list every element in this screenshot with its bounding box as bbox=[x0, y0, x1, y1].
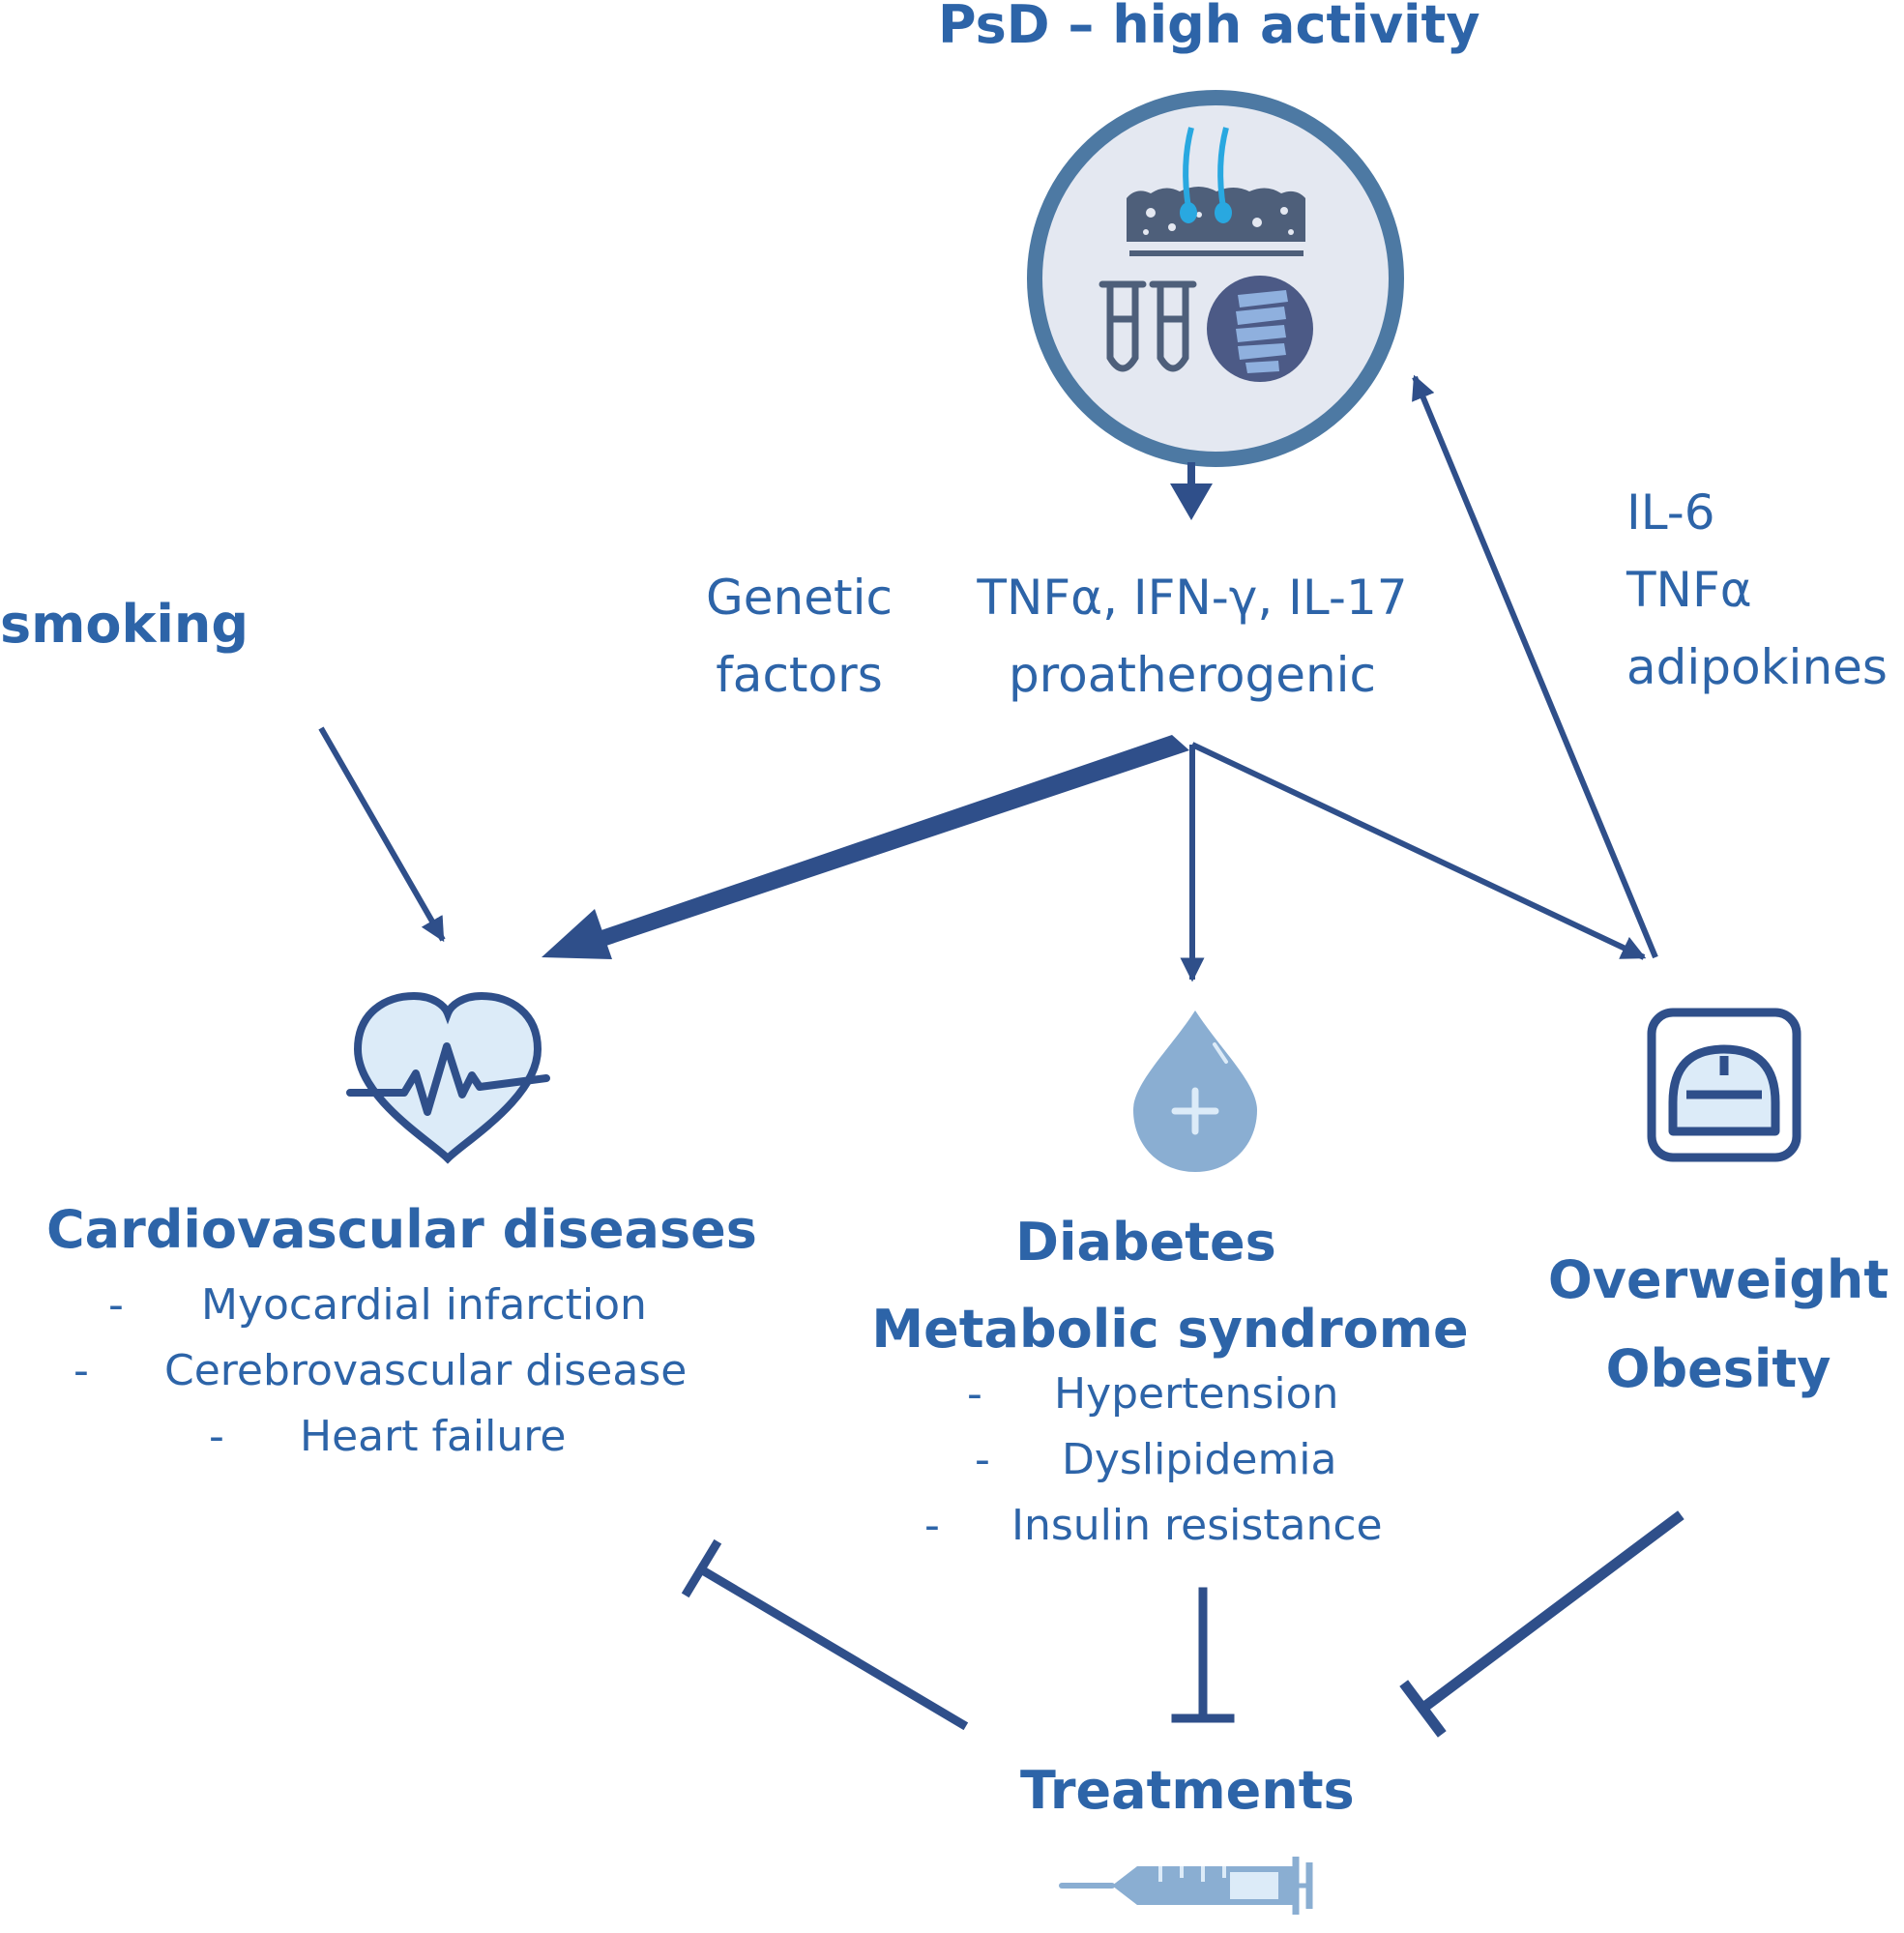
item-label: Cerebrovascular disease bbox=[164, 1346, 688, 1395]
list-dash: - bbox=[209, 1412, 224, 1461]
mediator-adipokines: adipokines bbox=[1626, 639, 1888, 695]
item-label: Dyslipidemia bbox=[1062, 1435, 1337, 1484]
arrow-psd-to-cytokines bbox=[1170, 462, 1213, 520]
syringe-icon bbox=[1059, 1857, 1313, 1915]
list-dash: - bbox=[73, 1346, 89, 1395]
item-label: Myocardial infarction bbox=[201, 1280, 647, 1330]
skin-hair-icon bbox=[1127, 127, 1305, 256]
arrow-smoking bbox=[318, 726, 446, 943]
weight-scale-icon bbox=[1647, 1008, 1801, 1162]
item-label: Hypertension bbox=[1054, 1369, 1339, 1419]
blood-drop-icon bbox=[1133, 1010, 1257, 1172]
item-label: Heart failure bbox=[300, 1412, 567, 1461]
genetic-factors-line-1: Genetic bbox=[706, 570, 893, 626]
obesity-heading-line-1: Overweight bbox=[1547, 1249, 1889, 1310]
list-dash: - bbox=[108, 1280, 124, 1330]
item-label: Insulin resistance bbox=[1011, 1501, 1383, 1550]
treatments-label: Treatments bbox=[1020, 1760, 1355, 1821]
genetic-factors-line-2: factors bbox=[716, 647, 883, 703]
psd-circle bbox=[1027, 90, 1404, 467]
list-item: - Myocardial infarction bbox=[0, 1273, 793, 1338]
arrow-to-obesity bbox=[1190, 742, 1647, 960]
cardiovascular-heading: Cardiovascular diseases bbox=[46, 1199, 757, 1260]
list-dash: - bbox=[924, 1501, 940, 1550]
list-item: - Insulin resistance bbox=[870, 1493, 1470, 1559]
inhibit-treatment-to-cardio bbox=[681, 1538, 969, 1731]
list-item: - Hypertension bbox=[870, 1362, 1470, 1427]
spine-xray-icon bbox=[1207, 276, 1313, 382]
title: PsD – high activity bbox=[938, 0, 1480, 55]
list-dash: - bbox=[975, 1435, 990, 1484]
smoking-label: smoking bbox=[0, 594, 249, 655]
obesity-heading-line-2: Obesity bbox=[1605, 1338, 1831, 1399]
heart-pulse-icon bbox=[346, 991, 550, 1164]
arrow-obesity-to-psd bbox=[1412, 374, 1658, 959]
diabetes-list: -Hypertension -Dyslipidemia -Insulin res… bbox=[870, 1362, 1470, 1559]
obesity-heading: Overweight Obesity bbox=[1533, 1236, 1904, 1414]
diabetes-heading: Diabetes Metabolic syndrome bbox=[851, 1199, 1489, 1373]
test-tubes-icon bbox=[1098, 280, 1197, 372]
diabetes-heading-line-2: Metabolic syndrome bbox=[871, 1299, 1469, 1360]
diabetes-heading-line-1: Diabetes bbox=[1015, 1212, 1276, 1273]
mediator-il6: IL-6 bbox=[1626, 484, 1715, 541]
list-dash: - bbox=[967, 1369, 982, 1419]
genetic-factors-label: Genetic factors bbox=[706, 559, 893, 714]
inhibit-treatment-to-diabetes bbox=[1171, 1587, 1235, 1723]
obesity-mediators-label: IL-6 TNFα adipokines bbox=[1626, 474, 1888, 706]
list-item: - Dyslipidemia bbox=[870, 1427, 1470, 1493]
arrow-to-cardiovascular bbox=[542, 735, 1189, 959]
mediator-tnfa: TNFα bbox=[1626, 562, 1752, 618]
cytokines-line-1: TNFα, IFN-γ, IL-17 bbox=[977, 570, 1408, 626]
inhibit-obesity-to-treatment bbox=[1399, 1510, 1684, 1738]
cytokines-label: TNFα, IFN-γ, IL-17 proatherogenic bbox=[955, 559, 1429, 714]
list-item: - Cerebrovascular disease bbox=[0, 1338, 793, 1404]
cardiovascular-list: -Myocardial infarction -Cerebrovascular … bbox=[0, 1273, 793, 1470]
list-item: - Heart failure bbox=[0, 1404, 793, 1470]
cytokines-line-2: proatherogenic bbox=[1008, 647, 1377, 703]
